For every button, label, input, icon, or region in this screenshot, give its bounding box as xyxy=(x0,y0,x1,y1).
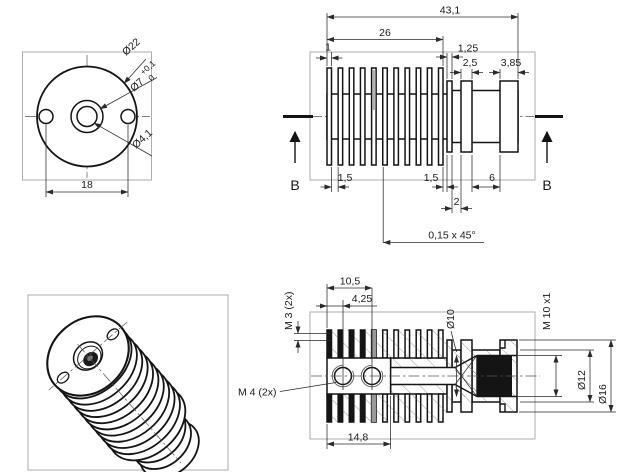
dim-label: M 3 (2x) xyxy=(283,291,295,330)
dim-label: M 10 x1 xyxy=(541,292,553,330)
tolerance-lower: 0 xyxy=(146,72,156,83)
dim-label: 0,15 x 45° xyxy=(428,230,475,242)
dim-label: 18 xyxy=(81,179,93,191)
dim-chamfer-note: 0,15 x 45° xyxy=(382,167,484,246)
dim-label: 43,1 xyxy=(440,5,461,17)
dim-label: 1,25 xyxy=(458,43,479,55)
front-view: Ø22 Ø7 +0,1 0 Ø4,1 18 xyxy=(22,36,157,197)
dim-groove-length: 6 xyxy=(471,155,501,192)
dim-label: Ø16 xyxy=(597,384,609,404)
section-view: 10,5 4,25 M 3 (2x) M 4 (2x) 14,8 xyxy=(238,276,616,449)
dim-label: Ø22 xyxy=(120,36,143,58)
dim-label: 2,5 xyxy=(463,57,478,69)
shaded-fin-artifact xyxy=(372,70,376,110)
dim-label: 26 xyxy=(379,27,391,39)
section-marker-left: B xyxy=(283,115,313,193)
view-frame xyxy=(22,51,152,181)
dim-label: M 4 (2x) xyxy=(238,387,277,399)
dim-label: 1,5 xyxy=(424,172,439,184)
dim-side-thread: M 4 (2x) xyxy=(238,382,337,399)
dim-boss-width: 14,8 xyxy=(326,396,391,449)
dim-rib-width: 1,25 xyxy=(436,43,479,79)
section-label: B xyxy=(542,177,551,193)
dim-label: 14,8 xyxy=(348,432,369,444)
cut-fins xyxy=(327,330,377,422)
dim-label: 1,5 xyxy=(338,172,353,184)
dim-fin-gap-right: 1,5 xyxy=(424,155,458,192)
dim-fin-zone: 26 xyxy=(326,27,444,66)
dim-hole-spacing: 18 xyxy=(45,124,129,197)
dim-step-width: 2,5 xyxy=(450,57,483,79)
front-part-outline xyxy=(36,65,138,168)
section-marker-right: B xyxy=(535,115,563,193)
dim-collar-width: 3,85 xyxy=(489,57,529,79)
view-frame xyxy=(27,294,229,471)
dim-label: 2 xyxy=(454,196,460,208)
dim-spacer-width: 2 xyxy=(441,155,472,213)
side-part-outline xyxy=(326,67,519,166)
iso-view xyxy=(27,294,229,472)
iso-part xyxy=(46,315,200,472)
dim-fin-width: 1 xyxy=(316,43,343,66)
dim-fin-gap-left: 1,5 xyxy=(320,167,353,192)
dim-label: 1 xyxy=(325,43,331,54)
dim-label: Ø10 xyxy=(445,309,457,329)
dim-front-thread: M 3 (2x) xyxy=(283,291,331,353)
dim-label: 3,85 xyxy=(501,57,522,69)
dim-thread-bore: Ø10 xyxy=(445,309,460,397)
dim-dia-outer: Ø22 xyxy=(120,36,147,84)
dim-label: 4,25 xyxy=(352,293,373,305)
dim-total-length: 43,1 xyxy=(326,5,519,79)
section-label: B xyxy=(290,177,299,193)
dim-thread-spec: M 10 x1 xyxy=(518,292,562,397)
dim-label: 10,5 xyxy=(340,276,361,288)
view-frame xyxy=(309,311,536,440)
dim-collar-dia: Ø16 xyxy=(519,339,616,413)
dim-label: Ø12 xyxy=(576,370,588,390)
side-view: 43,1 26 1 1,25 2,5 xyxy=(283,5,563,246)
dim-label: 6 xyxy=(489,172,495,184)
dim-groove-dia: Ø12 xyxy=(520,349,594,403)
dim-hole-offset: 4,25 xyxy=(316,293,377,309)
